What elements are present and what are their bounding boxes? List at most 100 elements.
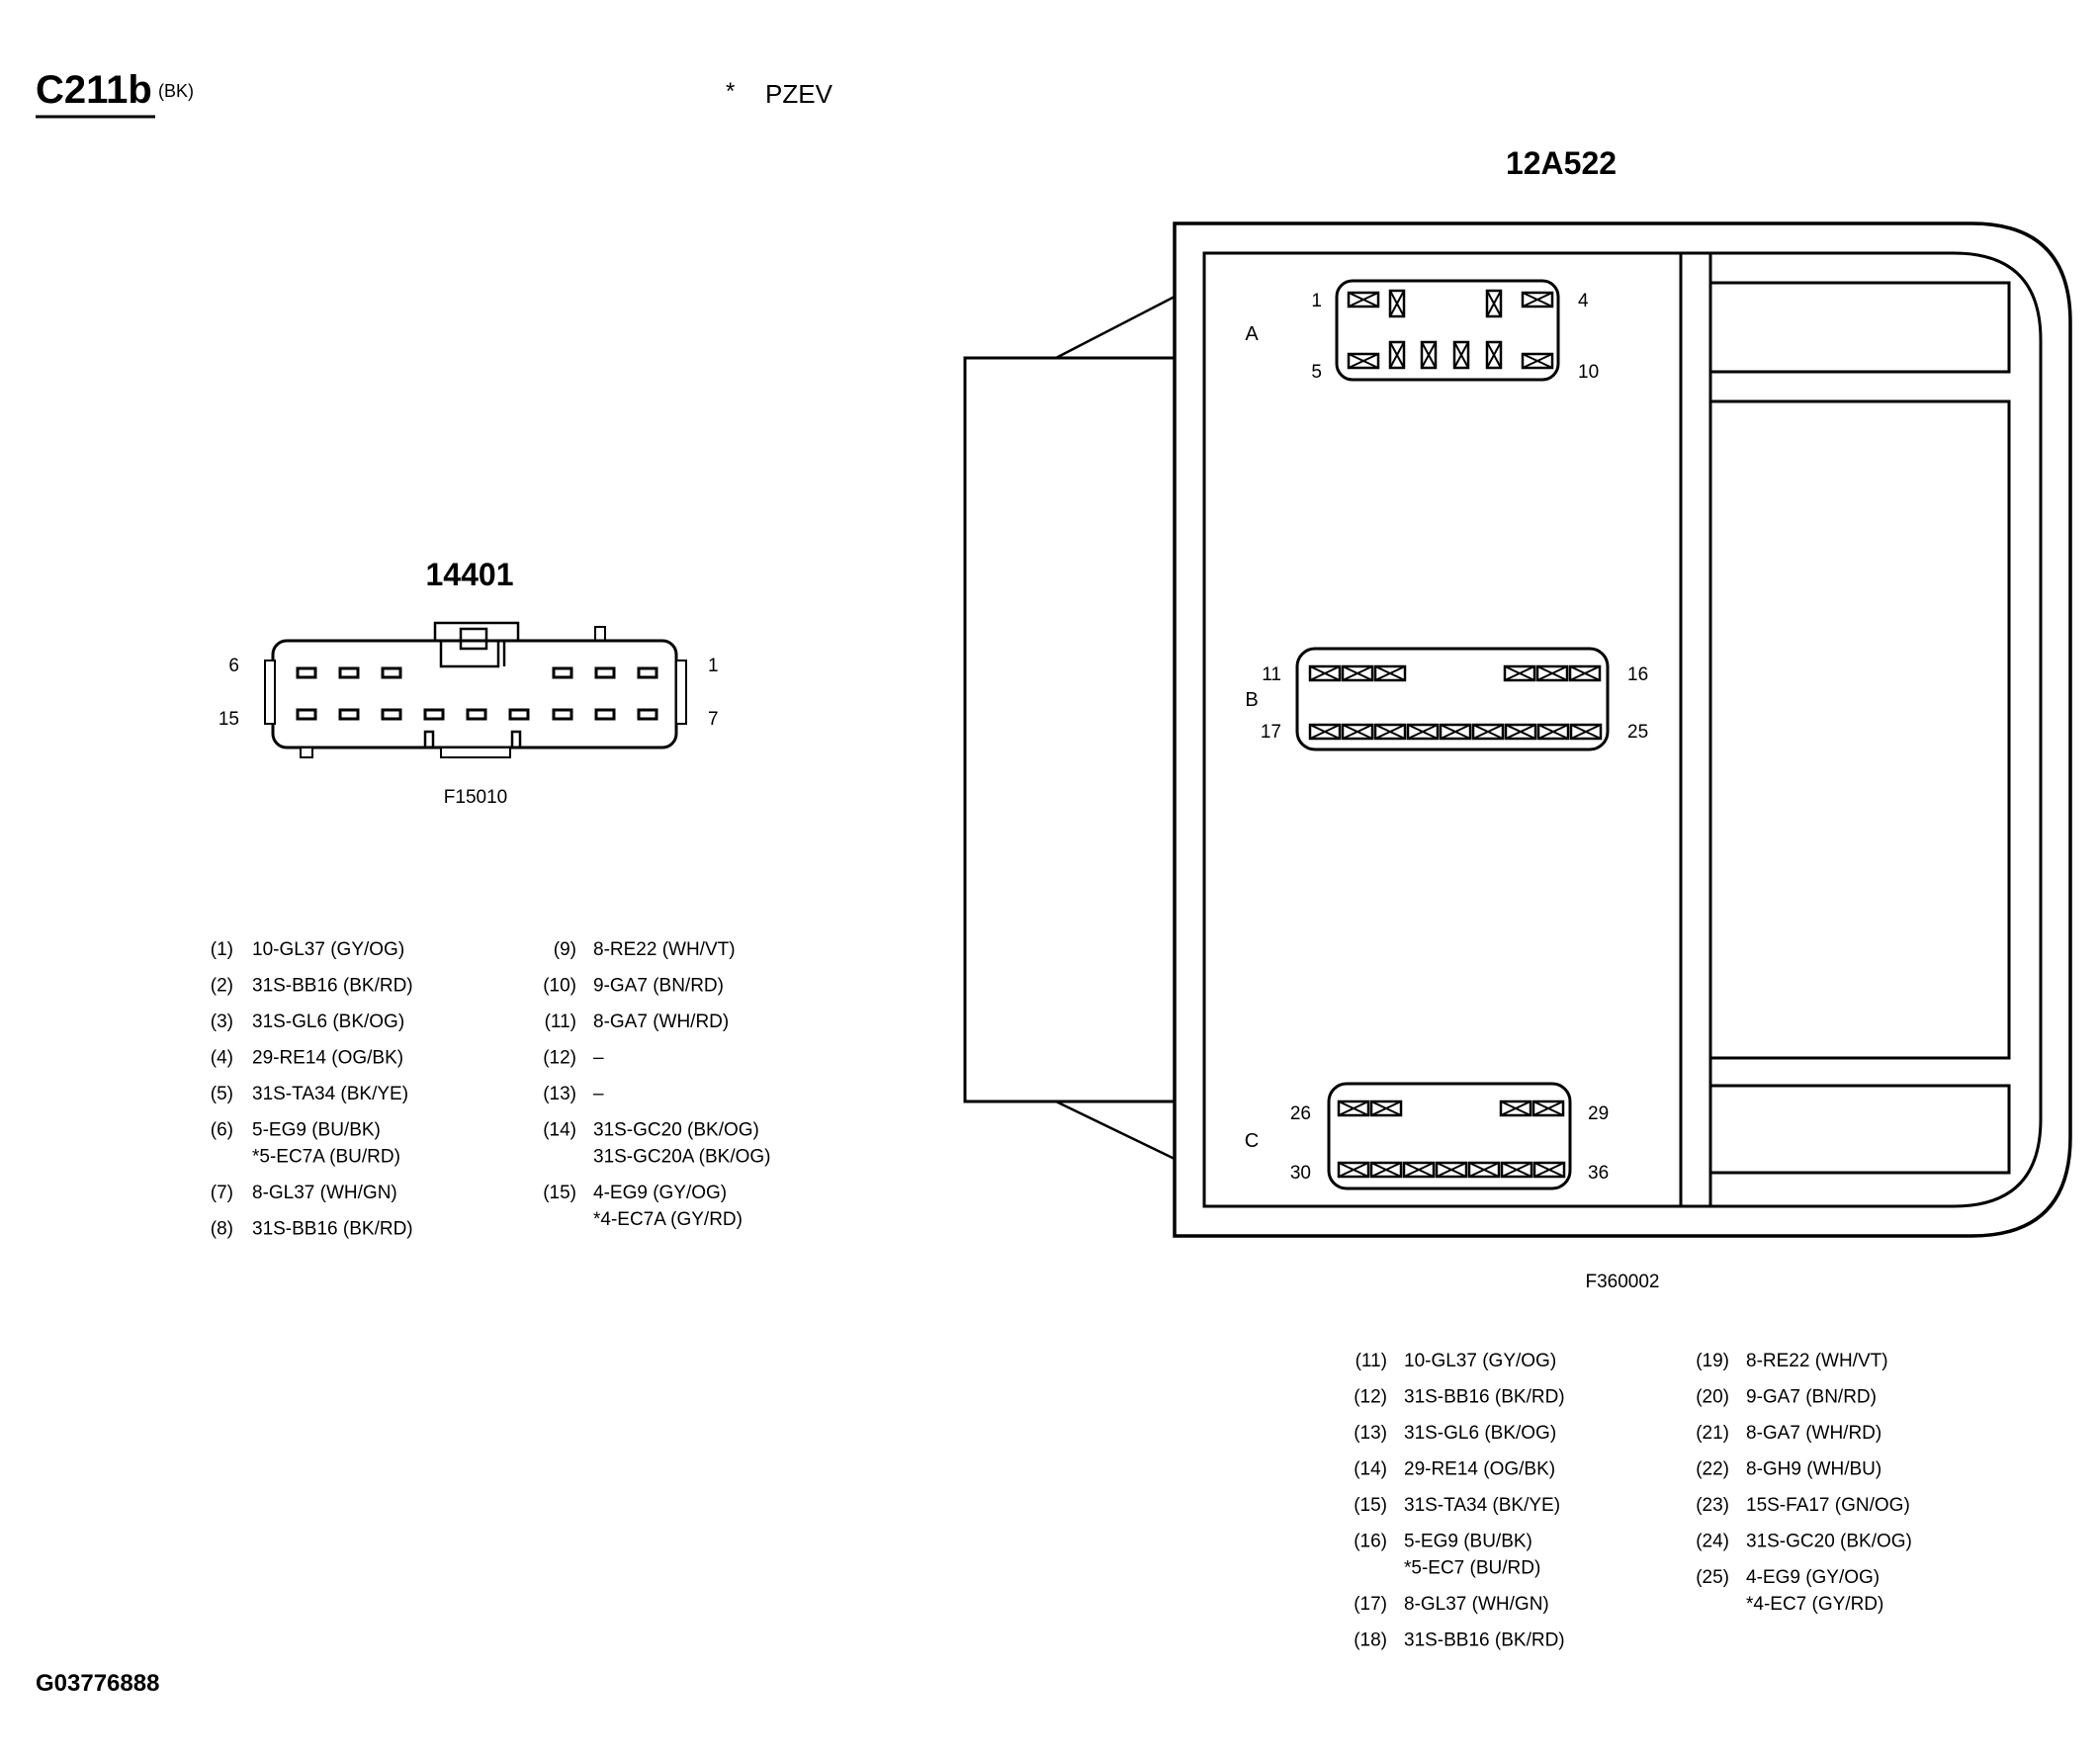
wire-list-12A522-col1: (11)10-GL37 (GY/OG)(12)31S-BB16 (BK/RD)(…: [1354, 1351, 1564, 1651]
row-b-pin-label-bottom-left: 17: [1261, 722, 1281, 743]
pin-8: [594, 708, 616, 721]
wire-circuit: 31S-BB16 (BK/RD): [1404, 1630, 1565, 1651]
bottom-nub: [300, 747, 313, 758]
wire-pin-number: (22): [1696, 1459, 1729, 1480]
wire-row: (18)31S-BB16 (BK/RD): [1354, 1630, 1564, 1651]
wire-circuit: 9-GA7 (BN/RD): [593, 976, 724, 997]
wire-pin-number: (12): [1354, 1387, 1387, 1408]
row-c-bottom-terminal-5: [1467, 1161, 1501, 1179]
pin-3-terminal: [1485, 289, 1503, 318]
row-c-pin-label-bottom-left: 30: [1290, 1163, 1311, 1184]
wire-list-12A522-col2: (19)8-RE22 (WH/VT)(20)9-GA7 (BN/RD)(21)8…: [1696, 1351, 1912, 1615]
wire-circuit: *5-EC7A (BU/RD): [252, 1147, 400, 1168]
wire-circuit: 31S-GL6 (BK/OG): [1404, 1423, 1556, 1444]
wire-circuit: 15S-FA17 (GN/OG): [1746, 1495, 1910, 1516]
pin-5-terminal: [1347, 352, 1380, 370]
row-a-pin-label-top-right: 4: [1578, 291, 1589, 311]
row-c-bottom-terminal-2: [1369, 1161, 1403, 1179]
row-b-bottom-terminal-8: [1536, 723, 1570, 741]
bottom-rail: [440, 747, 511, 758]
row-b-top-terminal-2: [1341, 664, 1374, 682]
side-tab-top-edge: [1055, 295, 1176, 360]
wire-row: (15)31S-TA34 (BK/YE): [1354, 1495, 1560, 1516]
connector-id: C211b: [36, 68, 152, 112]
wire-pin-number: (2): [211, 976, 233, 997]
wire-circuit: *4-EC7 (GY/RD): [1746, 1594, 1883, 1615]
wire-row: (2) 31S-BB16 (BK/RD): [211, 976, 413, 997]
row-c-top-terminal-2: [1369, 1100, 1403, 1117]
row-c-pin-label-top-right: 29: [1588, 1103, 1609, 1124]
row-c-pin-label-bottom-right: 36: [1588, 1163, 1609, 1184]
row-a-pin-label-bottom-right: 10: [1578, 362, 1599, 383]
wire-circuit: 5-EG9 (BU/BK): [1404, 1532, 1532, 1552]
wire-pin-number: (12): [543, 1048, 576, 1069]
wire-row: (15)4-EG9 (GY/OG)*4-EC7A (GY/RD): [543, 1183, 743, 1230]
pin-5: [338, 666, 360, 679]
wire-row: (17)8-GL37 (WH/GN): [1354, 1594, 1549, 1615]
wire-pin-number: (9): [554, 939, 576, 960]
wire-pin-number: (8): [211, 1219, 233, 1240]
pin-3: [552, 666, 573, 679]
row-b-bottom-terminal-7: [1504, 723, 1537, 741]
pin-block-a-top-row: [1347, 289, 1554, 318]
wire-pin-number: (10): [543, 976, 576, 997]
pin-6-terminal: [1388, 340, 1406, 370]
pin-1: [637, 666, 658, 679]
row-a-pin-label-top-left: 1: [1311, 291, 1322, 311]
row-b-bottom-terminal-4: [1406, 723, 1440, 741]
wire-row: (7)8-GL37 (WH/GN): [211, 1183, 397, 1203]
wire-circuit: 9-GA7 (BN/RD): [1746, 1387, 1877, 1408]
wire-pin-number: (14): [1354, 1459, 1387, 1480]
wire-circuit: 8-GA7 (WH/RD): [1746, 1423, 1881, 1444]
wire-row: (23)15S-FA17 (GN/OG): [1696, 1495, 1910, 1516]
wire-row: (22) 8-GH9 (WH/BU): [1696, 1459, 1881, 1480]
pin-block-c-top-row: [1337, 1100, 1565, 1117]
wire-row: (20) 9-GA7 (BN/RD): [1696, 1387, 1877, 1408]
pin-label-1: 1: [708, 656, 719, 676]
wire-circuit: 8-GH9 (WH/BU): [1746, 1459, 1881, 1480]
wire-circuit: 31S-BB16 (BK/RD): [252, 976, 413, 997]
wire-circuit: 8-GA7 (WH/RD): [593, 1012, 729, 1032]
right-ear: [675, 660, 687, 725]
wire-circuit: 31S-GL6 (BK/OG): [252, 1012, 404, 1032]
image-code: G03776888: [36, 1670, 159, 1697]
wire-pin-number: (16): [1354, 1532, 1387, 1552]
row-b-bottom-terminal-3: [1373, 723, 1407, 741]
wire-pin-number: (19): [1696, 1351, 1729, 1371]
wire-pin-number: (20): [1696, 1387, 1729, 1408]
connector-14401: 14401 6 15 1 7: [219, 557, 719, 808]
wire-row: (9)8-RE22 (WH/VT): [554, 939, 736, 960]
row-b-top-terminal-5: [1535, 664, 1569, 682]
outer-housing: [1173, 221, 2072, 1238]
wire-circuit: 10-GL37 (GY/OG): [1404, 1351, 1556, 1371]
wire-circuit: 4-EG9 (GY/OG): [593, 1183, 727, 1203]
wire-circuit: 31S-GC20A (BK/OG): [593, 1147, 771, 1168]
top-nub: [594, 626, 606, 642]
row-c-bottom-terminal-7: [1532, 1161, 1566, 1179]
wire-row: (4)29-RE14 (OG/BK): [211, 1048, 403, 1069]
row-c-top-terminal-4: [1531, 1100, 1565, 1117]
wire-circuit: 4-EG9 (GY/OG): [1746, 1567, 1880, 1588]
row-letter-c: C: [1245, 1130, 1259, 1152]
wire-circuit: *5-EC7 (BU/RD): [1404, 1558, 1540, 1579]
row-letter-a: A: [1245, 323, 1259, 345]
wire-list-14401-col2: (9)8-RE22 (WH/VT)(10)9-GA7 (BN/RD)(11)8-…: [543, 939, 770, 1230]
row-b-top-terminal-6: [1568, 664, 1602, 682]
wire-pin-number: (5): [211, 1084, 233, 1104]
row-b-bottom-terminal-6: [1471, 723, 1505, 741]
pin-block-c-bottom-row: [1337, 1161, 1566, 1179]
pin-6: [296, 666, 317, 679]
wire-circuit: 29-RE14 (OG/BK): [1404, 1459, 1555, 1480]
pin-9-terminal: [1485, 340, 1503, 370]
wire-row: (8)31S-BB16 (BK/RD): [211, 1219, 413, 1240]
wire-row: (14)31S-GC20 (BK/OG)31S-GC20A (BK/OG): [543, 1120, 770, 1168]
row-c-bottom-terminal-1: [1337, 1161, 1370, 1179]
pin-13: [381, 708, 402, 721]
wire-row: (14) 29-RE14 (OG/BK): [1354, 1459, 1555, 1480]
latch-arm: [439, 641, 500, 668]
connector-body: [271, 639, 678, 749]
wire-pin-number: (3): [211, 1012, 233, 1032]
wire-row: (3) 31S-GL6 (BK/OG): [211, 1012, 404, 1032]
row-c-top-terminal-3: [1499, 1100, 1532, 1117]
